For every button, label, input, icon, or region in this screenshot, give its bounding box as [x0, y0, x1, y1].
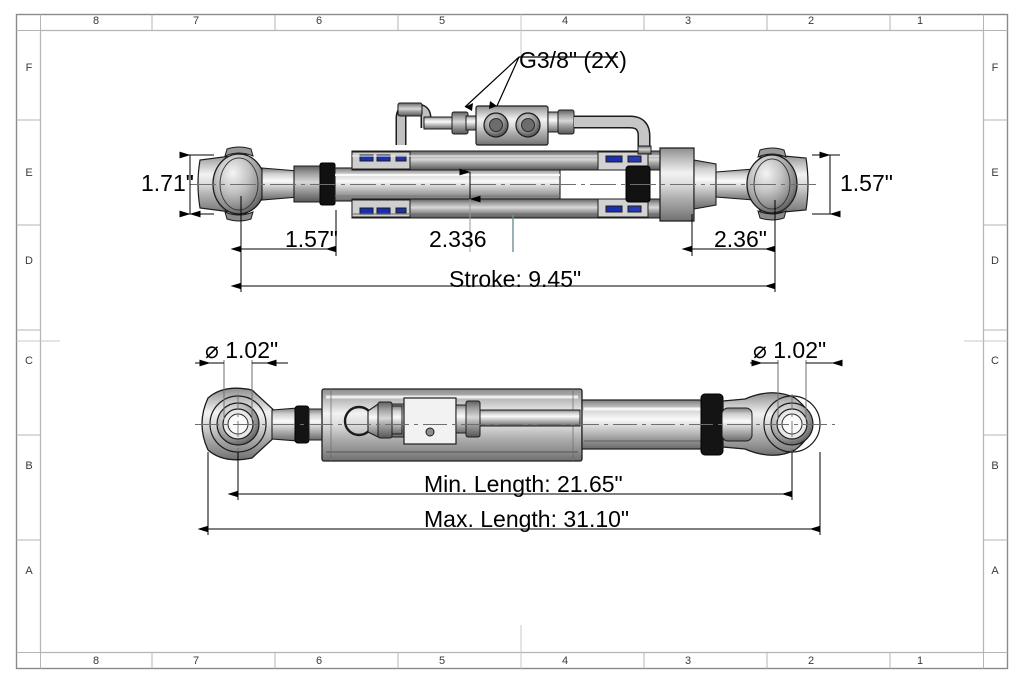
zone-label-left-a: A	[25, 565, 33, 577]
zone-label-top-4: 4	[561, 15, 569, 27]
zone-label-bottom-3: 3	[684, 655, 692, 667]
zone-label-bottom-4: 4	[561, 655, 569, 667]
zone-label-right-f: F	[991, 62, 999, 74]
dimension-min-length: Min. Length: 21.65"	[424, 471, 623, 497]
outline-view-dimensions	[195, 359, 843, 535]
sectioned-cylinder-graphic	[190, 102, 820, 222]
zone-label-top-8: 8	[92, 15, 100, 27]
zone-label-right-e: E	[991, 167, 999, 179]
zone-label-right-d: D	[991, 255, 999, 267]
zone-label-left-d: D	[25, 255, 33, 267]
dimension-left-rod-eye-height: 1.71"	[141, 170, 194, 196]
dimension-stroke: Stroke: 9.45"	[449, 266, 582, 292]
zone-label-top-3: 3	[684, 15, 692, 27]
zone-label-bottom-8: 8	[92, 655, 100, 667]
zone-label-bottom-6: 6	[315, 655, 323, 667]
zone-label-top-2: 2	[807, 15, 815, 27]
zone-label-bottom-7: 7	[192, 655, 200, 667]
zone-label-bottom-5: 5	[438, 655, 446, 667]
zone-label-right-a: A	[991, 565, 999, 577]
zone-label-top-1: 1	[916, 15, 924, 27]
zone-label-top-7: 7	[192, 15, 200, 27]
dimension-bore: 2.336	[429, 226, 487, 252]
zone-label-left-e: E	[25, 167, 33, 179]
zone-label-bottom-1: 1	[916, 655, 924, 667]
dimension-left-eye-bore-diameter: ⌀ 1.02"	[205, 337, 279, 363]
dimension-right-eye-bore-diameter: ⌀ 1.02"	[753, 337, 827, 363]
dimension-right-end-length: 2.36"	[714, 226, 767, 252]
zone-label-bottom-2: 2	[807, 655, 815, 667]
section-view-dimensions	[179, 56, 841, 292]
zone-label-right-c: C	[991, 355, 999, 367]
zone-label-left-b: B	[25, 460, 33, 472]
zone-label-top-6: 6	[315, 15, 323, 27]
dimension-max-length: Max. Length: 31.10"	[424, 506, 630, 532]
zone-label-top-5: 5	[438, 15, 446, 27]
zone-label-left-c: C	[25, 355, 33, 367]
callout-port-thread: G3/8" (2X)	[519, 47, 627, 73]
zone-label-left-f: F	[25, 62, 33, 74]
dimension-right-rod-eye-height: 1.57"	[840, 170, 893, 196]
dimension-left-end-length: 1.57"	[285, 226, 338, 252]
assembled-cylinder-graphic	[195, 387, 835, 462]
zone-label-right-b: B	[991, 460, 999, 472]
